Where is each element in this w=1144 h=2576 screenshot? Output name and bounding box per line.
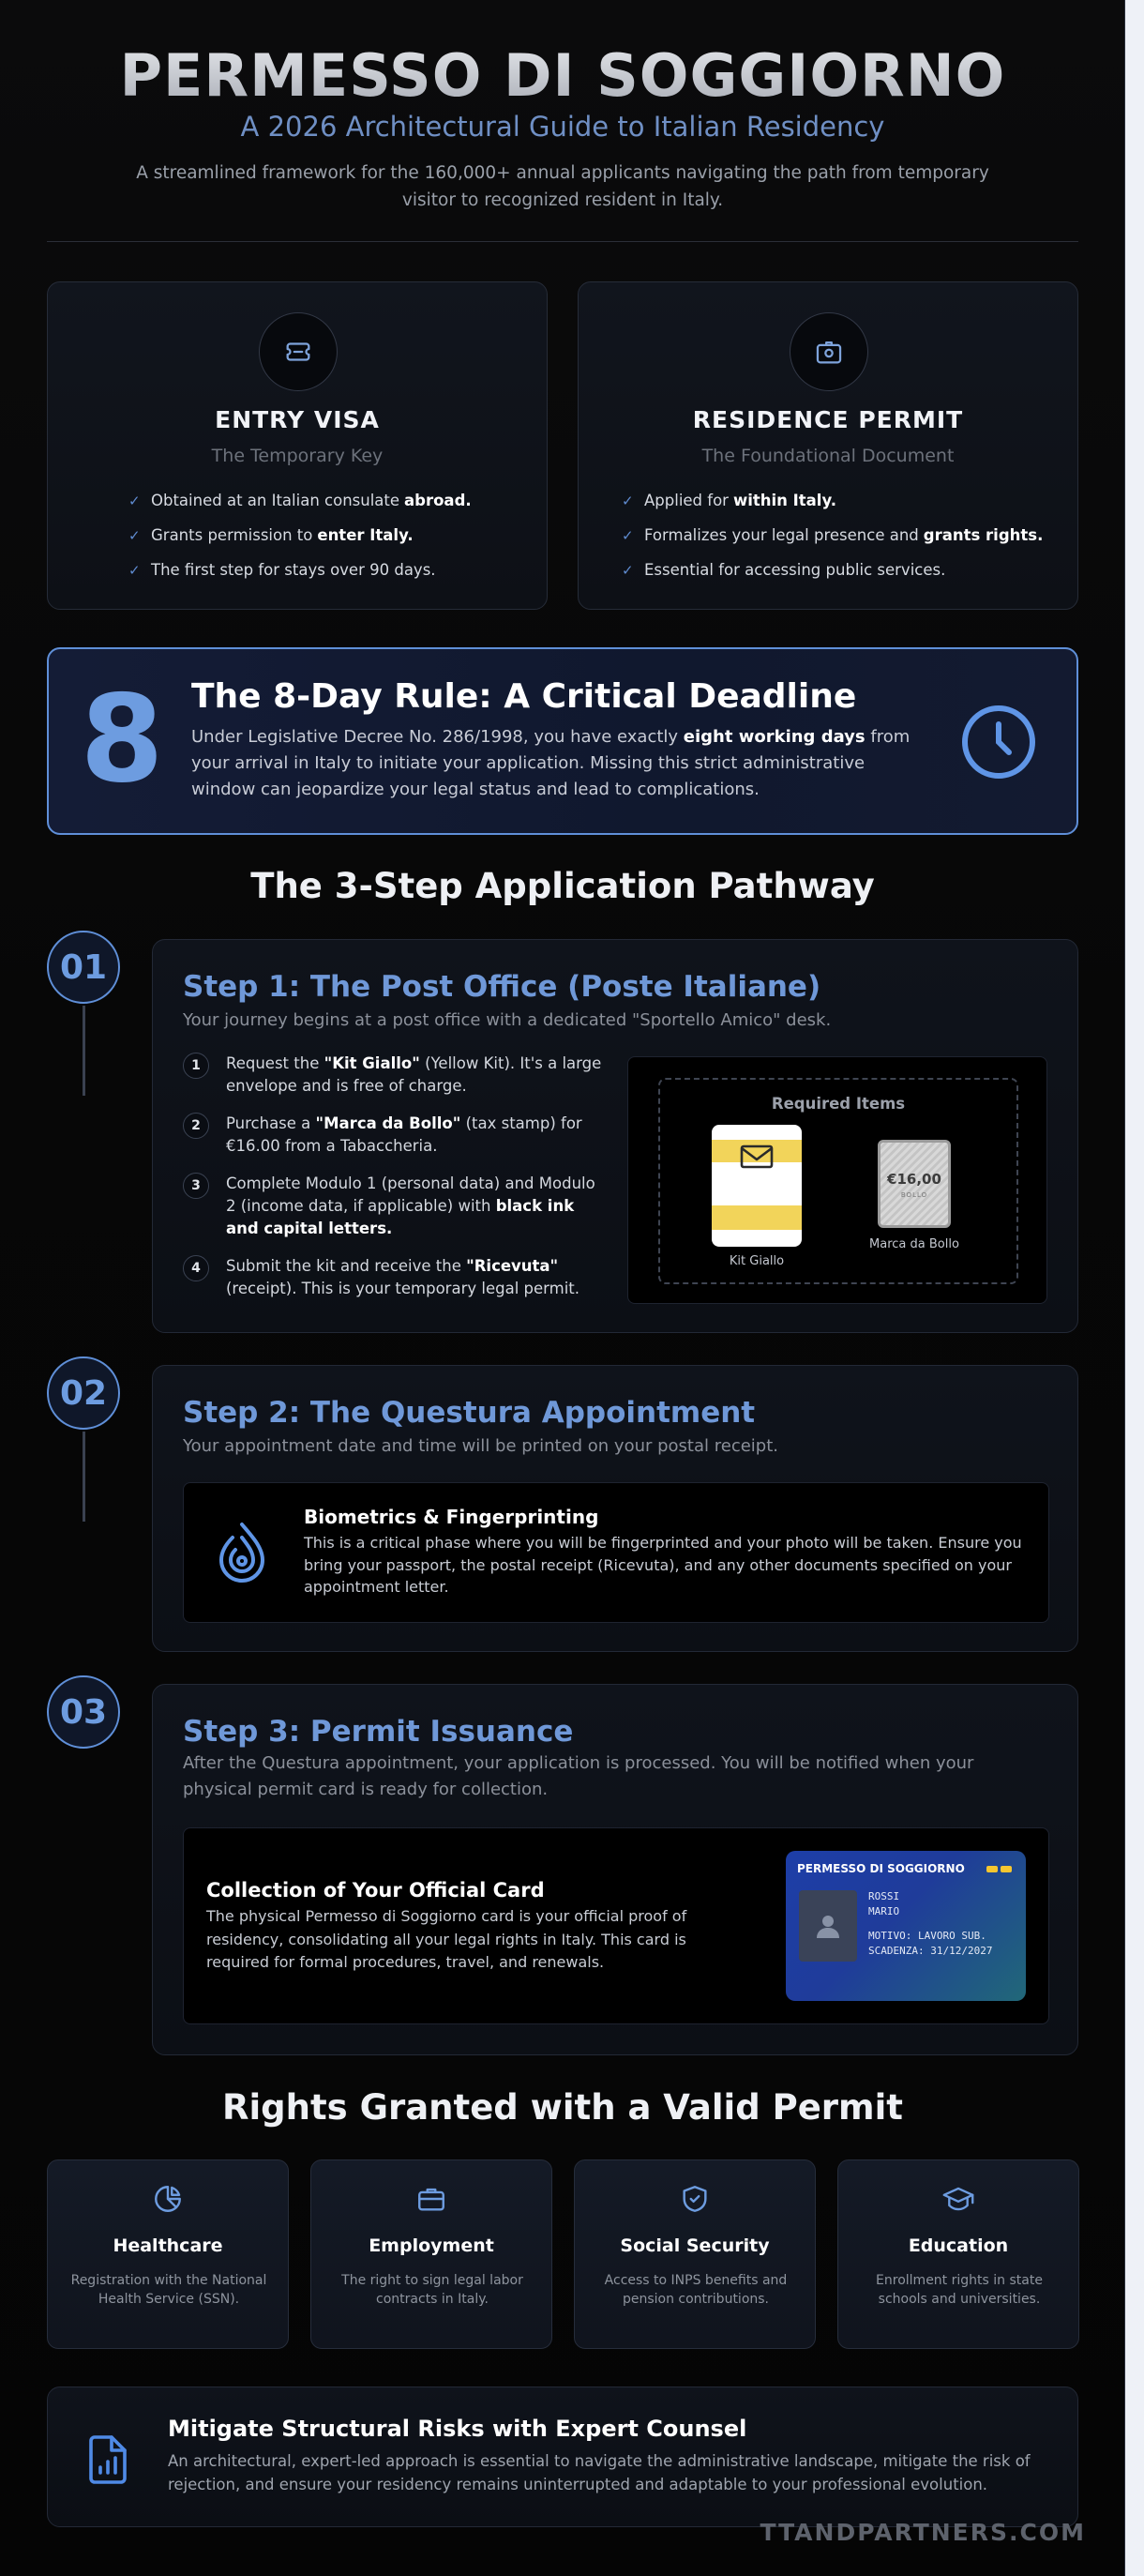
- check-icon: ✓: [622, 561, 634, 579]
- fingerprint-icon: [212, 1519, 272, 1588]
- rule-number: 8: [80, 670, 164, 810]
- viewport-edge: [1125, 0, 1144, 2576]
- marca-da-bollo-label: Marca da Bollo: [869, 1237, 959, 1251]
- marca-da-bollo-illustration: €16,00 BOLLO: [878, 1140, 951, 1228]
- page-description: A streamlined framework for the 160,000+…: [136, 163, 989, 210]
- right-card-employment: Employment The right to sign legal labor…: [310, 2159, 552, 2349]
- rule-title: The 8-Day Rule: A Critical Deadline: [191, 677, 857, 716]
- collection-text: The physical Permesso di Soggiorno card …: [206, 1907, 687, 1971]
- step-3-title: Step 3: Permit Issuance: [183, 1715, 574, 1749]
- header-divider: [47, 241, 1078, 242]
- check-icon: ✓: [128, 561, 141, 579]
- required-items-panel: Required Items Kit Giallo €16,00 BOLLO: [627, 1056, 1047, 1304]
- briefcase-icon: [311, 2183, 551, 2215]
- cta-title: Mitigate Structural Risks with Expert Co…: [168, 2416, 747, 2442]
- residence-permit-subtitle: The Foundational Document: [701, 446, 955, 466]
- biometrics-text: This is a critical phase where you will …: [304, 1534, 1022, 1596]
- entry-visa-card: ENTRY VISA The Temporary Key ✓Obtained a…: [47, 281, 548, 610]
- check-icon: ✓: [622, 492, 634, 509]
- clock-icon: [960, 704, 1037, 784]
- envelope-icon: [740, 1144, 774, 1174]
- step-2-card: Step 2: The Questura Appointment Your ap…: [152, 1365, 1078, 1652]
- expert-counsel-banner: Mitigate Structural Risks with Expert Co…: [47, 2387, 1078, 2527]
- step-1-badge: 01: [47, 931, 120, 1004]
- right-card-social-security: Social Security Access to INPS benefits …: [574, 2159, 816, 2349]
- pathway-title: The 3-Step Application Pathway: [250, 866, 875, 906]
- required-items-title: Required Items: [771, 1095, 906, 1113]
- check-icon: ✓: [128, 492, 141, 509]
- step-connector: [83, 1006, 85, 1096]
- step-3-badge: 03: [47, 1675, 120, 1749]
- page-subtitle: A 2026 Architectural Guide to Italian Re…: [240, 111, 885, 143]
- list-item: ✓Essential for accessing public services…: [622, 553, 1043, 587]
- id-badge-icon: [790, 312, 868, 391]
- residence-permit-card: RESIDENCE PERMIT The Foundational Docume…: [578, 281, 1078, 610]
- shield-check-icon: [575, 2183, 815, 2215]
- biometrics-title: Biometrics & Fingerprinting: [304, 1506, 599, 1528]
- right-card-healthcare: Healthcare Registration with the Nationa…: [47, 2159, 289, 2349]
- card-chip: [1001, 1866, 1012, 1872]
- collection-title: Collection of Your Official Card: [206, 1879, 545, 1902]
- page-title: PERMESSO DI SOGGIORNO: [0, 41, 1125, 110]
- rule-text: Under Legislative Decree No. 286/1998, y…: [191, 727, 911, 799]
- step-1-title: Step 1: The Post Office (Poste Italiane): [183, 970, 821, 1004]
- kit-giallo-label: Kit Giallo: [729, 1254, 785, 1268]
- pie-chart-icon: [48, 2183, 288, 2215]
- entry-visa-title: ENTRY VISA: [215, 406, 380, 433]
- check-icon: ✓: [622, 526, 634, 544]
- graduation-icon: [838, 2183, 1078, 2215]
- eight-day-rule-banner: 8 The 8-Day Rule: A Critical Deadline Un…: [47, 647, 1078, 835]
- card-chip: [986, 1866, 998, 1872]
- right-card-education: Education Enrollment rights in state sch…: [837, 2159, 1079, 2349]
- document-chart-icon: [85, 2432, 130, 2491]
- step-connector: [83, 1432, 85, 1522]
- residence-permit-title: RESIDENCE PERMIT: [692, 406, 964, 433]
- card-collection-panel: Collection of Your Official Card The phy…: [183, 1827, 1049, 2024]
- step-1-card: Step 1: The Post Office (Poste Italiane)…: [152, 939, 1078, 1333]
- check-icon: ✓: [128, 526, 141, 544]
- step-3-card: Step 3: Permit Issuance After the Questu…: [152, 1684, 1078, 2055]
- entry-visa-subtitle: The Temporary Key: [211, 446, 384, 466]
- step-2-title: Step 2: The Questura Appointment: [183, 1396, 756, 1430]
- rights-title: Rights Granted with a Valid Permit: [222, 2087, 903, 2128]
- user-icon: [799, 1890, 857, 1962]
- ticket-icon: [259, 312, 338, 391]
- biometrics-panel: Biometrics & Fingerprinting This is a cr…: [183, 1482, 1049, 1623]
- cta-text: An architectural, expert-led approach is…: [168, 2452, 1031, 2493]
- step-2-subtitle: Your appointment date and time will be p…: [183, 1436, 778, 1456]
- list-item: ✓The first step for stays over 90 days.: [128, 553, 472, 587]
- permit-card-illustration: PERMESSO DI SOGGIORNO ROSSI MARIO MOTIVO…: [786, 1851, 1026, 2001]
- brand-watermark: TTANDPARTNERS.COM: [760, 2519, 1086, 2546]
- step-1-subtitle: Your journey begins at a post office wit…: [183, 1010, 832, 1030]
- step-2-badge: 02: [47, 1356, 120, 1430]
- step-3-subtitle: After the Questura appointment, your app…: [183, 1753, 974, 1799]
- kit-giallo-illustration: [712, 1125, 802, 1247]
